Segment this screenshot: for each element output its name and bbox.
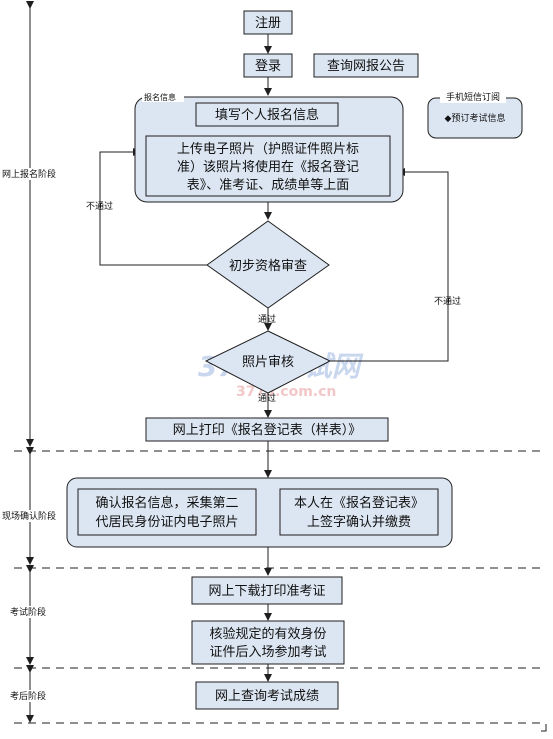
login-box <box>243 53 293 78</box>
exam-entry-box <box>191 620 345 665</box>
upload-photo-line2: 准）该照片将使用在《报名登记 <box>177 159 359 175</box>
confirm-info-line2: 代居民身份证内电子照片 <box>95 514 238 530</box>
stage-timeline: 网上报名阶段 现场确认阶段 考试阶段 考后阶段 <box>0 1 62 723</box>
stage-exam-label: 考试阶段 <box>10 606 46 618</box>
prelim-review-label: 初步资格审查 <box>229 258 307 274</box>
upload-photo-line3: 表》、准考证、成绩单等上面 <box>187 177 350 193</box>
edge-photo-fail <box>330 168 449 362</box>
register-box <box>243 10 293 35</box>
query-score-label: 网上查询考试成绩 <box>215 689 319 704</box>
edge-prelim-fail <box>99 148 208 266</box>
sign-confirm-line2: 上签字确认并缴费 <box>307 514 411 530</box>
photo-review-label: 照片审核 <box>242 355 294 370</box>
edge-label-pass-1: 通过 <box>258 313 276 325</box>
sms-box-title: 手机短信订阅 <box>446 91 500 103</box>
stage-after-label: 考后阶段 <box>10 690 46 702</box>
upload-photo-line1: 上传电子照片（护照证件照片标 <box>177 142 359 157</box>
register-label: 注册 <box>255 16 281 31</box>
download-ticket-box <box>191 576 343 605</box>
print-form-box <box>145 417 389 442</box>
confirm-info-line1: 确认报名信息，采集第二 <box>95 495 238 511</box>
prelim-review-diamond <box>206 220 330 309</box>
edge-label-pass-2: 通过 <box>258 392 276 404</box>
edge-label-fail-left: 不通过 <box>86 200 113 212</box>
upload-photo-box <box>145 135 391 197</box>
query-score-box <box>195 681 339 710</box>
print-form-label: 网上打印《报名登记表（样表）》 <box>173 422 362 438</box>
sms-box-item: ◆预订考试信息 <box>445 112 506 124</box>
query-notice-box <box>313 53 419 78</box>
stage-onsite-label: 现场确认阶段 <box>2 510 56 522</box>
download-ticket-label: 网上下载打印准考证 <box>208 584 325 599</box>
info-panel-tag: 报名信息 <box>144 92 176 102</box>
exam-entry-line2: 证件后入场参加考试 <box>209 644 326 660</box>
edge-label-fail-right: 不通过 <box>434 295 461 307</box>
stage-online-label: 网上报名阶段 <box>2 168 56 180</box>
fill-info-box <box>195 102 339 127</box>
confirm-info-box <box>77 488 257 536</box>
watermark-url: 3773.com.cn <box>236 384 336 400</box>
photo-review-diamond <box>204 330 332 394</box>
fill-info-label: 填写个人报名信息 <box>215 107 319 123</box>
sign-confirm-line1: 本人在《报名登记表》 <box>294 495 424 511</box>
connectors <box>99 34 449 682</box>
sign-confirm-box <box>279 488 439 536</box>
query-notice-label: 查询网报公告 <box>327 59 405 74</box>
return-mark-icon <box>541 724 547 732</box>
exam-entry-line1: 核验规定的有效身份 <box>209 626 326 642</box>
login-label: 登录 <box>255 59 281 74</box>
